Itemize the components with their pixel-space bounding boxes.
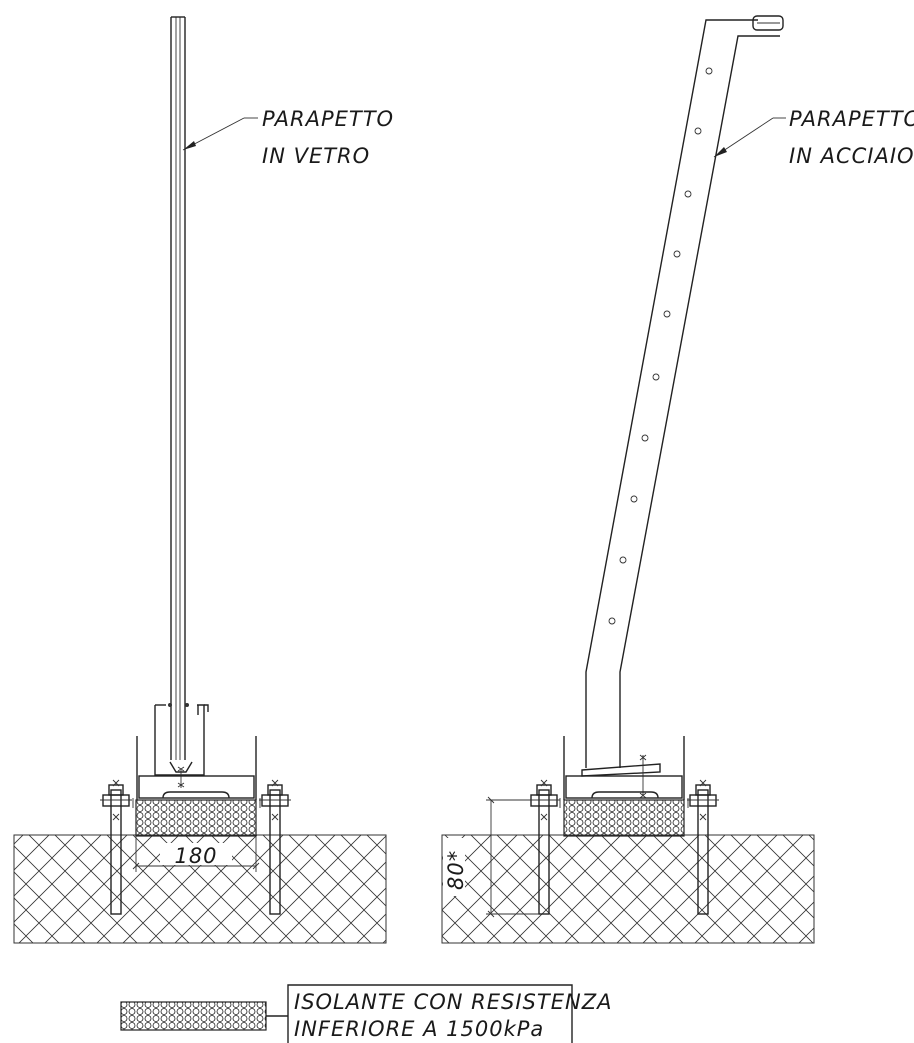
- anchor-bolt-left-1: [100, 779, 132, 915]
- base-plate-right: [559, 736, 689, 808]
- glass-panel: [170, 16, 186, 760]
- anchor-bolt-right-2: [687, 779, 719, 915]
- steel-parapet-label-line2: IN ACCIAIO: [789, 144, 914, 168]
- anchor-bolt-left-2: [259, 779, 291, 915]
- legend-insulation-swatch: [120, 1001, 267, 1031]
- legend-label-line1: ISOLANTE CON RESISTENZA: [294, 990, 612, 1014]
- glass-parapet-callout: PARAPETTO IN VETRO: [182, 107, 394, 168]
- steel-parapet-detail: 80* PARAPETTO IN ACCIAIO: [441, 15, 914, 944]
- insulation-pad-right: [563, 799, 685, 837]
- dimension-width: 180: [132, 836, 260, 872]
- dimension-width-label: 180: [174, 844, 217, 868]
- base-plate-left: [132, 736, 261, 808]
- legend-label-line2: INFERIORE A 1500kPa: [294, 1017, 544, 1041]
- legend: ISOLANTE CON RESISTENZA INFERIORE A 1500…: [120, 984, 612, 1043]
- concrete-slab-right: [441, 834, 815, 944]
- dimension-depth-label: 80*: [444, 850, 468, 890]
- glass-parapet-detail: 180 PARAPETTO IN VETRO: [13, 16, 394, 944]
- steel-parapet-callout: PARAPETTO IN ACCIAIO: [713, 107, 914, 168]
- glass-parapet-label-line2: IN VETRO: [262, 144, 370, 168]
- glass-parapet-label-line1: PARAPETTO: [262, 107, 394, 131]
- steel-parapet-label-line1: PARAPETTO: [789, 107, 914, 131]
- shim-wedge: [581, 754, 661, 799]
- insulation-pad-left: [135, 799, 257, 837]
- steel-post: [585, 15, 784, 768]
- glass-clamp-profile: [154, 703, 209, 788]
- dimension-depth: 80*: [443, 796, 539, 918]
